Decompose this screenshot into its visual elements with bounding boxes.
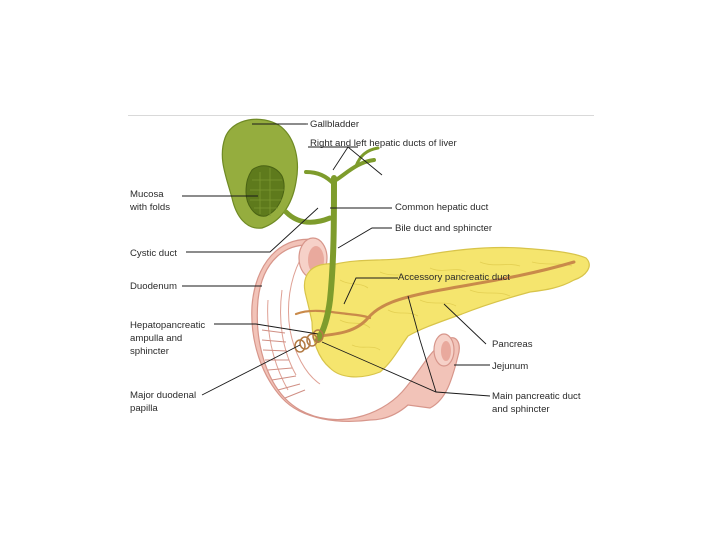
label-cystic-duct: Cystic duct (130, 248, 177, 259)
label-mucosa-1: Mucosa (130, 189, 164, 200)
label-ampulla-2: ampulla and (130, 333, 182, 344)
figure-top-rule (128, 115, 594, 116)
label-ampulla-3: sphincter (130, 346, 170, 357)
label-duodenum: Duodenum (130, 281, 177, 292)
label-common-hepatic-duct: Common hepatic duct (395, 202, 489, 213)
label-papilla-1: Major duodenal (130, 390, 196, 401)
label-hepatic-ducts: Right and left hepatic ducts of liver (310, 138, 457, 149)
label-pancreas: Pancreas (492, 339, 533, 350)
label-papilla-2: papilla (130, 403, 158, 414)
label-bile-duct: Bile duct and sphincter (395, 223, 493, 234)
label-ampulla-1: Hepatopancreatic (130, 320, 205, 331)
label-mucosa-2: with folds (129, 202, 170, 213)
label-gallbladder: Gallbladder (310, 119, 360, 130)
label-jejunum: Jejunum (492, 361, 528, 372)
label-accessory-duct: Accessory pancreatic duct (398, 272, 510, 283)
label-main-duct-1: Main pancreatic duct (492, 391, 581, 402)
label-main-duct-2: and sphincter (492, 404, 550, 415)
